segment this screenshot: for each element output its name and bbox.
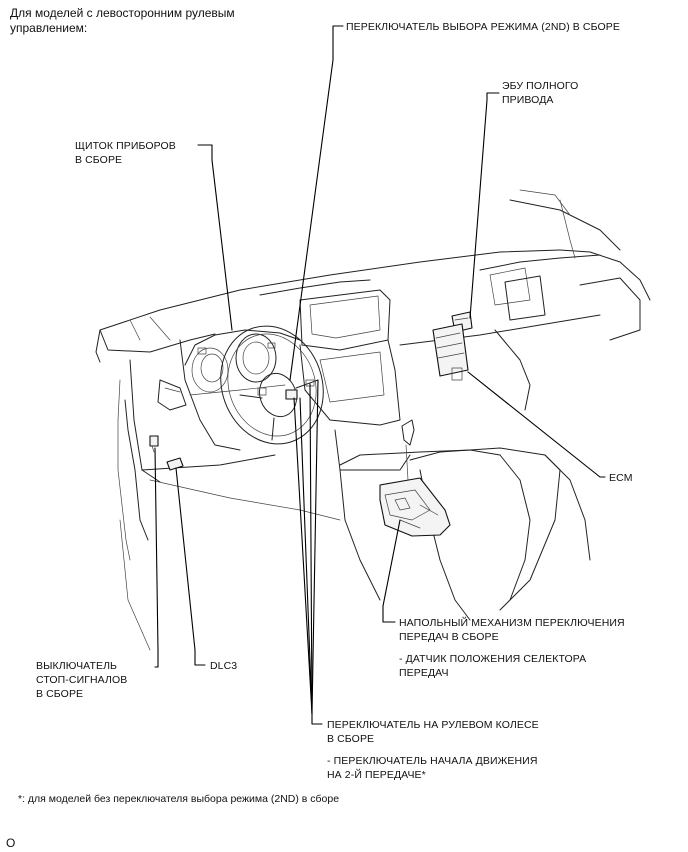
label-dlc3: DLC3 — [210, 660, 238, 672]
label-mode-switch: ПЕРЕКЛЮЧАТЕЛЬ ВЫБОРА РЕЖИМА (2ND) В СБОР… — [346, 21, 620, 33]
label-position-sensor-line-2: ПЕРЕДАЧ — [399, 667, 449, 679]
label-position-sensor-line-1: - ДАТЧИК ПОЛОЖЕНИЯ СЕЛЕКТОРА — [399, 653, 587, 665]
ecm-drawing — [432, 323, 469, 381]
figure-code: O — [6, 836, 16, 850]
label-ecm: ECM — [609, 472, 633, 484]
footnote: *: для моделей без переключателя выбора … — [18, 793, 340, 805]
leader-lines — [154, 25, 606, 725]
instrument-cluster-drawing — [184, 329, 301, 396]
header-line-2: управлением: — [10, 21, 88, 35]
label-floor-shift-line-1: НАПОЛЬНЫЙ МЕХАНИЗМ ПЕРЕКЛЮЧЕНИЯ — [399, 617, 625, 629]
label-wheel-switch-line-1: ПЕРЕКЛЮЧАТЕЛЬ НА РУЛЕВОМ КОЛЕСЕ — [327, 719, 539, 731]
label-stop-switch-line-3: В СБОРЕ — [36, 688, 84, 700]
label-stop-switch-line-2: СТОП-СИГНАЛОВ — [36, 674, 128, 686]
label-cluster-line-2: В СБОРЕ — [75, 154, 123, 166]
dlc3-drawing — [166, 457, 184, 471]
label-awd-ecu-line-1: ЭБУ ПОЛНОГО — [502, 80, 579, 92]
steering-wheel-drawing — [220, 325, 324, 445]
label-awd-ecu-line-2: ПРИВОДА — [502, 94, 554, 106]
label-floor-shift-line-2: ПЕРЕДАЧ В СБОРЕ — [399, 631, 499, 643]
stop-switch-drawing — [149, 435, 159, 453]
label-stop-switch-line-1: ВЫКЛЮЧАТЕЛЬ — [36, 660, 118, 672]
label-wheel-switch-line-2: В СБОРЕ — [327, 733, 375, 745]
label-second-start-line-2: НА 2-Й ПЕРЕДАЧЕ* — [327, 769, 426, 781]
label-second-start-line-1: - ПЕРЕКЛЮЧАТЕЛЬ НАЧАЛА ДВИЖЕНИЯ — [327, 755, 538, 767]
label-cluster-line-1: ЩИТОК ПРИБОРОВ — [75, 140, 176, 152]
dashboard-outline — [95, 189, 651, 651]
header-line-1: Для моделей с левосторонним рулевым — [10, 6, 235, 20]
floor-shift-drawing — [379, 419, 451, 537]
